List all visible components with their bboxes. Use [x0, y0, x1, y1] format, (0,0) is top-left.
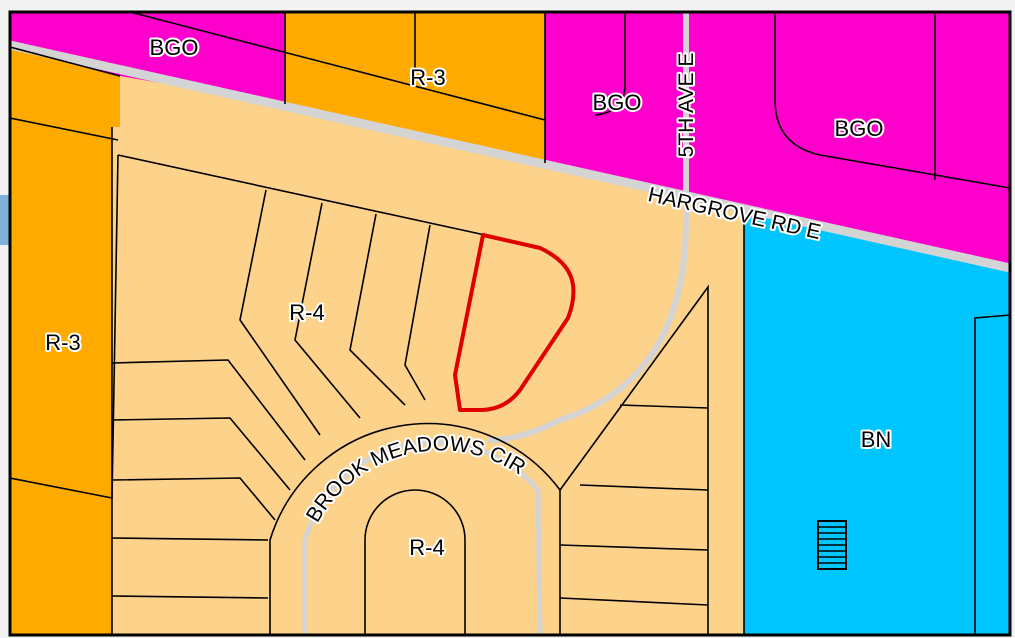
building-symbol-icon [817, 520, 847, 570]
zone-bn-area [744, 211, 1010, 635]
zone-label-bgo-east: BGO [835, 116, 884, 141]
map-frame [8, 10, 1012, 637]
zone-bgo-area-east [545, 12, 1010, 268]
zone-label-r4-north: R-4 [289, 300, 324, 325]
zone-label-r3-west: R-3 [45, 330, 80, 355]
zone-label-bn: BN [861, 427, 892, 452]
zone-label-r3-top: R-3 [410, 65, 445, 90]
zone-label-bgo-center: BGO [593, 90, 642, 115]
road-brook-meadows [302, 439, 543, 635]
subject-parcel-outline[interactable] [453, 233, 576, 412]
zone-label-r4-circle: R-4 [409, 535, 444, 560]
zone-r3-area-left [10, 47, 120, 635]
zone-r3-area-top [285, 12, 545, 163]
street-label-5th-ave-e: 5TH AVE E [675, 53, 698, 158]
zone-label-bgo-west: BGO [150, 35, 199, 60]
parcel-lines [10, 12, 1010, 635]
road-hargrove [10, 40, 1010, 273]
road-5th-ave [487, 12, 689, 443]
basemap-water [0, 195, 10, 245]
